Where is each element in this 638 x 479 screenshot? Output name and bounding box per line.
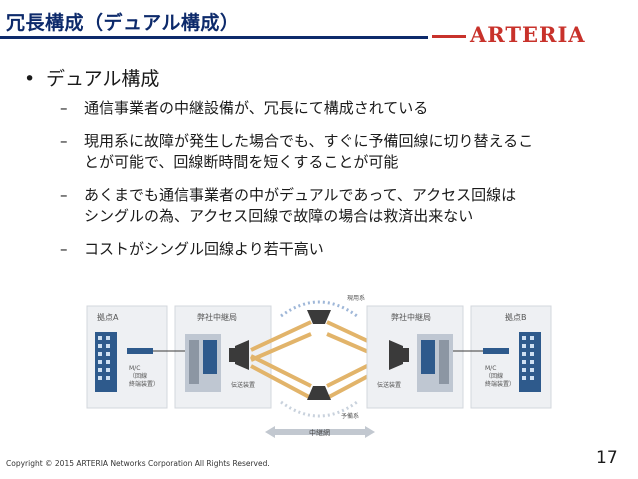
mc-label: 終端装置） (129, 380, 159, 388)
standby-route-arc (280, 400, 358, 418)
main-bullet-text: デュアル構成 (46, 68, 160, 90)
arteria-logo: ARTERIA (470, 22, 586, 47)
tx-left-label: 伝送装置 (231, 381, 255, 389)
sub-bullet-line: あくまでも通信事業者の中がデュアルであって、アクセス回線は (84, 186, 517, 204)
dash-icon: – (60, 132, 68, 150)
sub-bullet: – 現用系に故障が発生した場合でも、すぐに予備回線に切り替えるこ とが可能で、回… (60, 131, 620, 173)
site-b-label: 拠点B (505, 312, 527, 322)
tx-right-device-base (402, 348, 409, 362)
tx-left-device-icon (235, 340, 249, 370)
mc-label: M/C (129, 365, 140, 372)
copyright-text: Copyright © 2015 ARTERIA Networks Corpor… (6, 459, 270, 468)
mc-label: （回線 (129, 372, 147, 380)
title-underline (0, 36, 428, 39)
bullet-symbol: • (24, 68, 36, 90)
relay-left-label: 弊社中継局 (197, 312, 237, 322)
site-a-building-icon (95, 332, 117, 392)
sub-bullet: – あくまでも通信事業者の中がデュアルであって、アクセス回線は シングルの為、ア… (60, 185, 620, 227)
dash-icon: – (60, 186, 68, 204)
sub-bullet-line: 通信事業者の中継設備が、冗長にて構成されている (84, 99, 429, 117)
page-number: 17 (596, 448, 618, 468)
sub-bullet-line: 現用系に故障が発生した場合でも、すぐに予備回線に切り替えるこ (84, 132, 534, 150)
standby-line-label: 予備系 (341, 412, 359, 420)
standby-relay-node-icon (307, 386, 331, 400)
mc-label: 終端装置） (485, 380, 515, 388)
main-bullet: • デュアル構成 (24, 64, 159, 91)
site-a-panel: 拠点A M/C （回線 終端装置） (86, 305, 168, 409)
dash-icon: – (60, 99, 68, 117)
backbone-label: 中継網 (309, 428, 330, 437)
tx-left-device-base (229, 348, 236, 362)
sub-bullet-line: コストがシングル回線より若干高い (84, 240, 324, 258)
slide-title: 冗長構成（デュアル構成） (6, 12, 240, 34)
mc-label: M/C (485, 365, 496, 372)
relay-right-building-icon (417, 334, 453, 392)
sub-bullet-line: とが可能で、回線断時間を短くすることが可能 (84, 153, 399, 171)
relay-right-panel: 弊社中継局 伝送装置 (366, 305, 464, 409)
mc-label: （回線 (485, 372, 503, 380)
active-route-arc (280, 300, 358, 318)
site-b-panel: 拠点B M/C （回線 終端装置） (470, 305, 552, 409)
sub-bullet: – コストがシングル回線より若干高い (60, 239, 620, 260)
sub-bullet-list: – 通信事業者の中継設備が、冗長にて構成されている – 現用系に故障が発生した場… (60, 98, 620, 272)
relay-right-label: 弊社中継局 (391, 312, 431, 322)
site-b-mc-device-icon (483, 348, 509, 354)
tx-right-device-icon (389, 340, 403, 370)
active-line-label: 現用系 (347, 294, 365, 302)
relay-left-building-icon (185, 334, 221, 392)
sub-bullet: – 通信事業者の中継設備が、冗長にて構成されている (60, 98, 620, 119)
site-b-building-icon (519, 332, 541, 392)
tx-right-label: 伝送装置 (377, 381, 401, 389)
active-relay-node-icon (307, 310, 331, 324)
backbone-arrow: 中継網 (265, 426, 375, 438)
site-a-mc-device-icon (127, 348, 153, 354)
site-a-label: 拠点A (97, 312, 119, 322)
dash-icon: – (60, 240, 68, 258)
sub-bullet-line: シングルの為、アクセス回線で故障の場合は救済出来ない (84, 207, 474, 225)
dual-network-diagram: 拠点A M/C （回線 終端装置） 弊社中継局 伝送装置 (86, 294, 552, 438)
logo-accent-line (432, 35, 466, 38)
